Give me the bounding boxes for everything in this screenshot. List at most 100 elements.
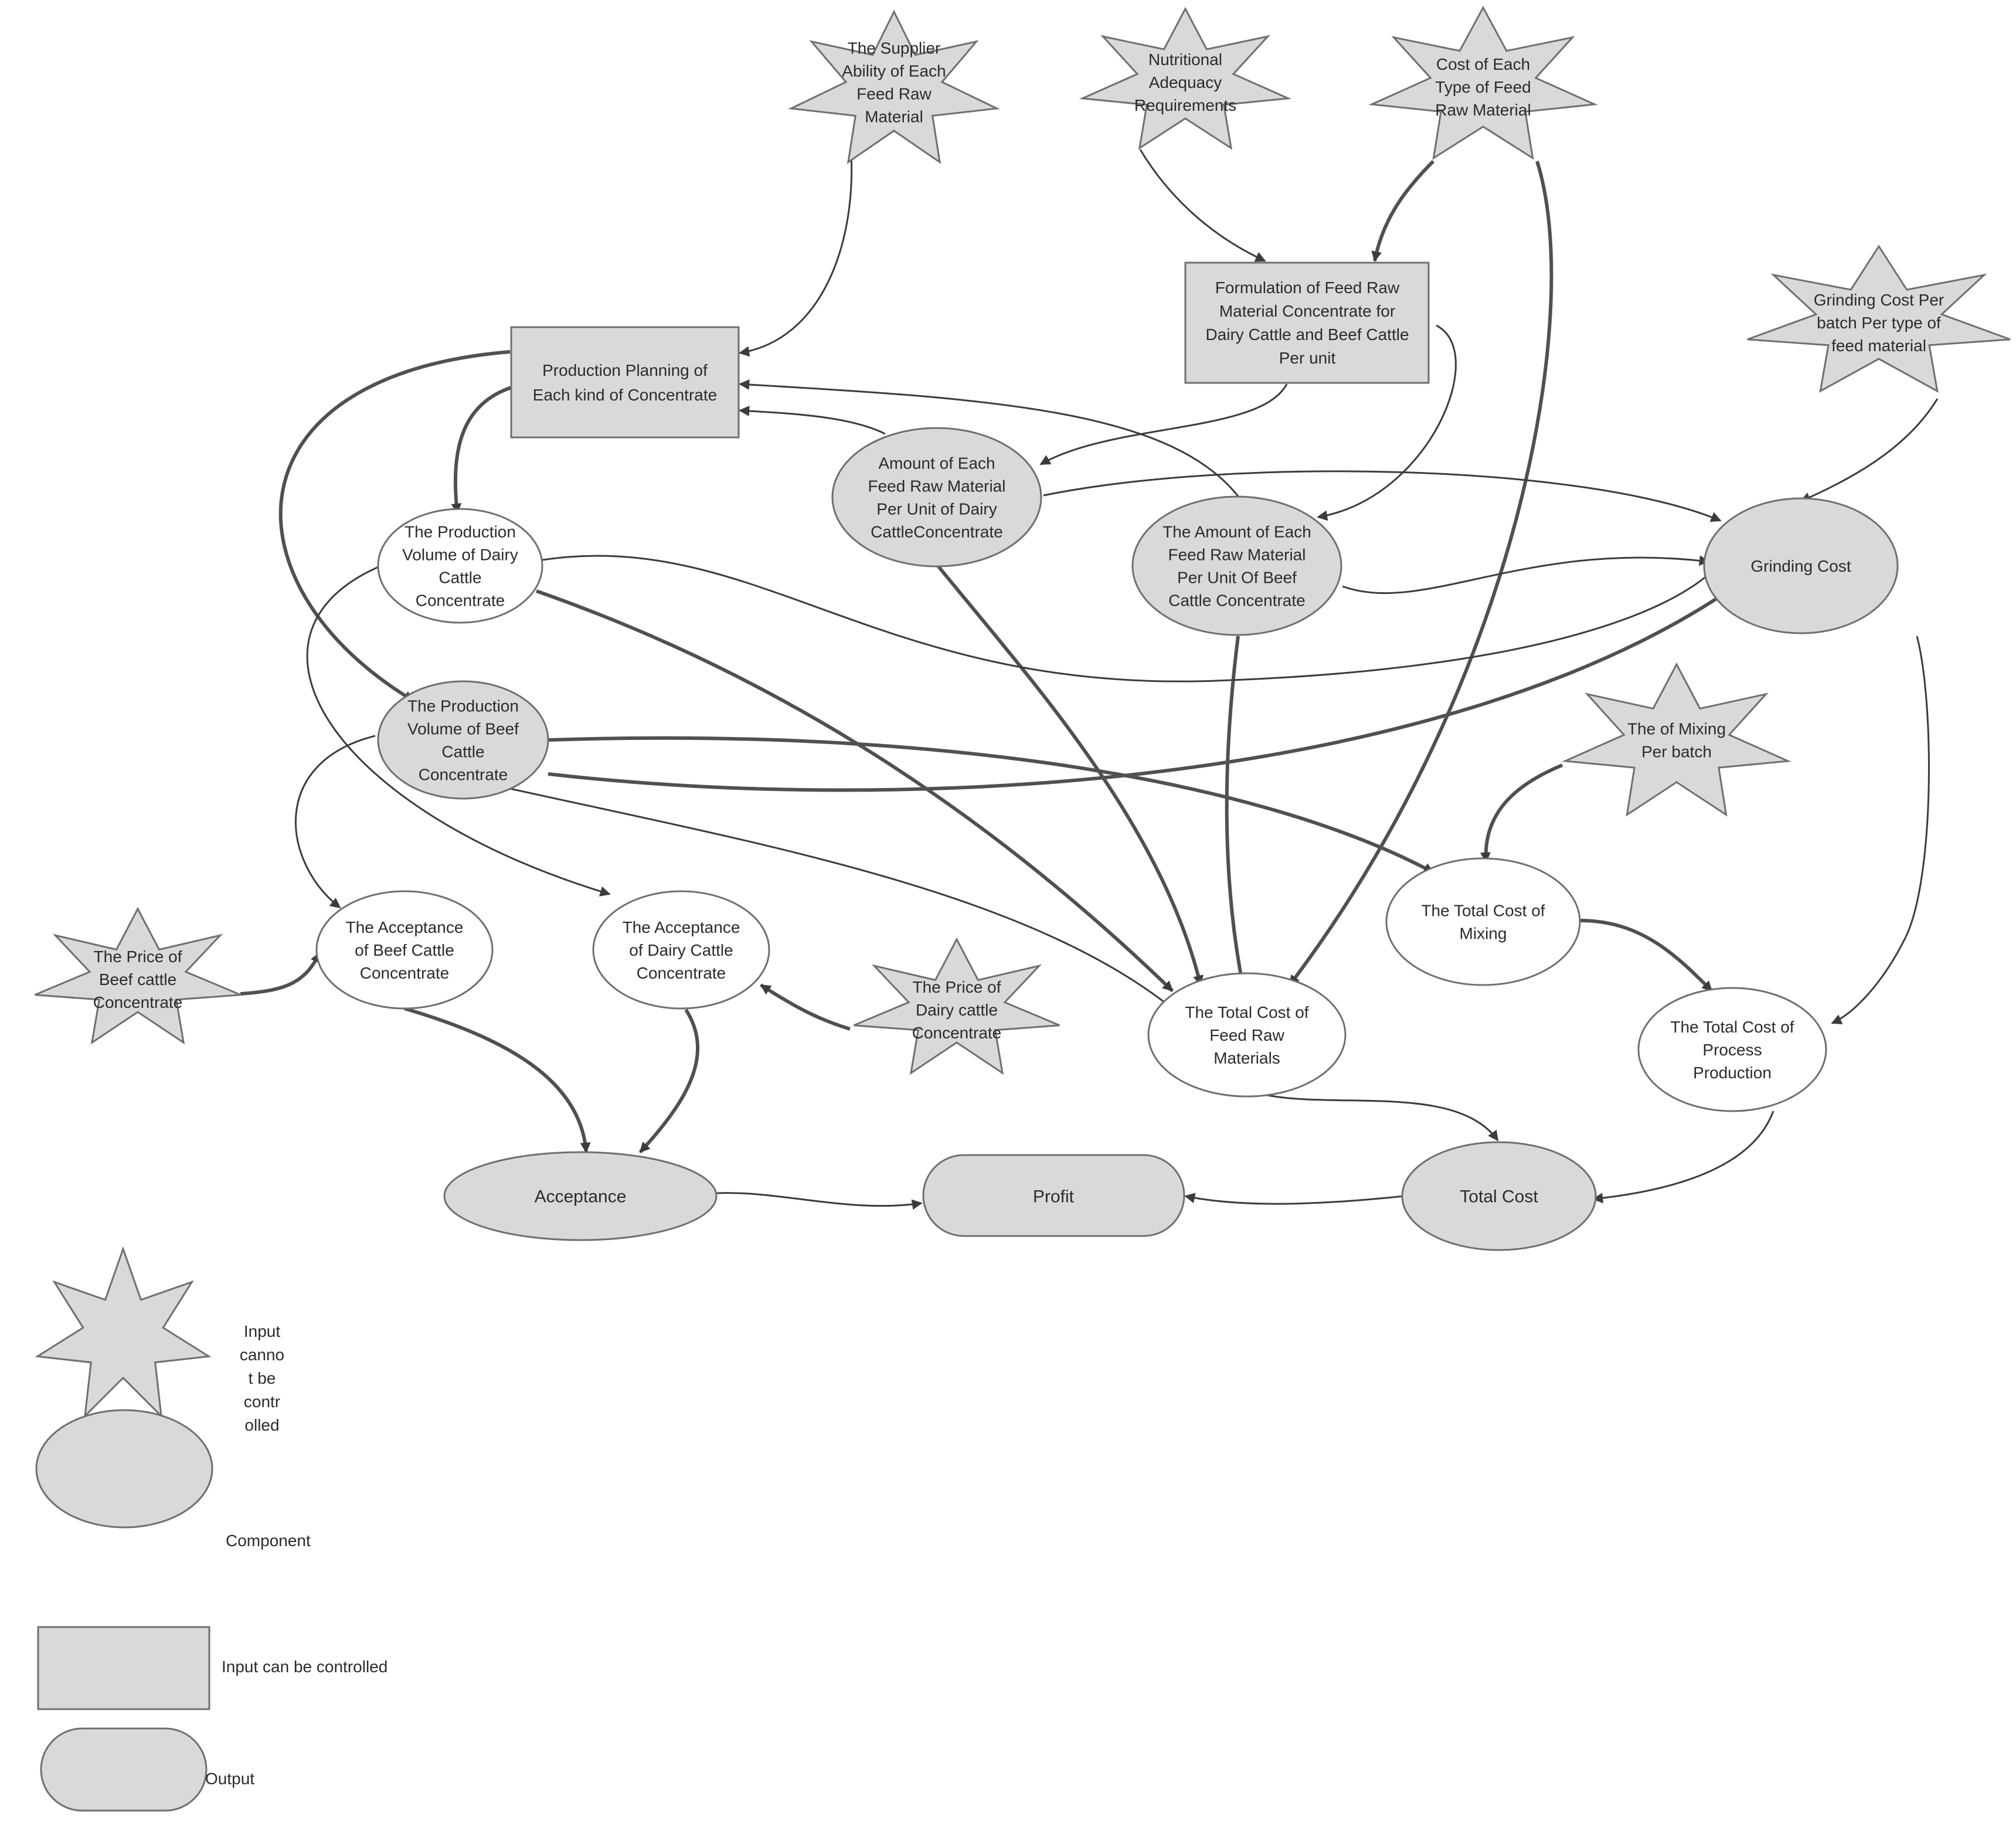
edge-totalfeed-to-totalcost xyxy=(1248,1089,1499,1142)
ellipse-shape xyxy=(1385,857,1581,986)
legend-uncontrolled-label: Input canno t be contr olled xyxy=(240,1322,284,1434)
legend-controlled-label: Input can be controlled xyxy=(222,1658,387,1676)
rect-shape xyxy=(1184,262,1430,384)
edge-pricebeef-to-acceptbeef xyxy=(240,952,321,996)
node-label: Total Cost xyxy=(1460,1187,1538,1207)
ellipse-shape xyxy=(1637,987,1827,1112)
label-line: The Acceptance xyxy=(623,918,740,936)
edge-volumebeef-to-grinding xyxy=(548,590,1728,792)
label-line: batch Per type of xyxy=(1817,314,1941,332)
edge-planning-to-volumebeef xyxy=(278,350,511,702)
legend-uncontrolled-input: Input canno t be contr olled xyxy=(35,1246,284,1434)
label-line: Feed Raw Material xyxy=(1168,545,1306,563)
edge-nutritional-to-formulation xyxy=(1139,149,1266,262)
star-shape xyxy=(788,9,1000,164)
label-line: Mixing xyxy=(1460,924,1507,942)
ellipse-shape xyxy=(831,427,1042,568)
star-shape xyxy=(1079,6,1292,150)
node-label: The Total Cost of Mixing xyxy=(1421,901,1545,942)
edge-formulation-to-amountdairy xyxy=(1039,383,1288,466)
label-line: feed material xyxy=(1831,337,1926,355)
node-label: Profit xyxy=(1033,1187,1075,1207)
label-line: The of Mixing xyxy=(1627,719,1726,738)
label-line: Dairy cattle xyxy=(916,1001,998,1019)
legend-output-label: Output xyxy=(205,1770,254,1788)
legend-controlled-input: Input can be controlled xyxy=(37,1626,387,1710)
edge-mixing-to-process xyxy=(1579,919,1714,993)
label-line: The Price of xyxy=(94,948,182,966)
label-line: Cost of Each xyxy=(1436,55,1530,73)
legend-component: Component xyxy=(35,1409,311,1550)
legend-star-icon xyxy=(35,1246,212,1419)
label-line: Materials xyxy=(1213,1049,1280,1067)
label-line: Cattle Concentrate xyxy=(1168,591,1305,609)
edge-mixingbatch-to-mixing xyxy=(1480,763,1563,863)
label-line: Type of Feed xyxy=(1435,78,1531,96)
edge-acceptbeef-to-acceptance xyxy=(404,1007,591,1153)
edges xyxy=(240,149,1939,1210)
ellipse-shape xyxy=(1401,1141,1597,1251)
node-label: Acceptance xyxy=(535,1187,627,1207)
node-total-cost: Total Cost xyxy=(1401,1141,1597,1251)
label-line: olled xyxy=(244,1416,279,1434)
label-line: contr xyxy=(244,1393,280,1411)
edge-costeach-to-formulation xyxy=(1371,159,1435,262)
label-line: Concentrate xyxy=(419,765,508,783)
edge-amountdairy-to-grinding xyxy=(1043,470,1722,522)
label-line: Concentrate xyxy=(912,1024,1002,1042)
edge-volumebeef-to-totalfeed xyxy=(509,787,1174,1010)
label-line: The Amount of Each xyxy=(1162,522,1311,541)
label-line: The Total Cost of xyxy=(1421,901,1545,919)
ellipse-shape xyxy=(1147,972,1347,1098)
legend-output: Output xyxy=(40,1727,254,1812)
label-line: Input xyxy=(244,1322,280,1340)
ellipse-shape xyxy=(1131,495,1342,636)
label-line: Raw Material xyxy=(1435,101,1531,119)
label-line: Production xyxy=(1693,1064,1772,1082)
edge-grinding-to-process xyxy=(1831,636,1930,1024)
label-line: Material Concentrate for xyxy=(1219,302,1395,320)
edge-acceptdairy-to-acceptance xyxy=(638,1008,700,1154)
ellipse-shape xyxy=(443,1151,718,1241)
label-line: Concentrate xyxy=(93,993,183,1011)
label-line: Nutritional xyxy=(1148,50,1222,69)
label-line: Total Cost xyxy=(1460,1187,1538,1207)
label-line: Per batch xyxy=(1641,742,1712,760)
label-line: t be xyxy=(249,1369,276,1387)
label-line: Grinding Cost Per xyxy=(1814,291,1944,309)
label-line: The Total Cost of xyxy=(1670,1018,1794,1036)
pill-shape xyxy=(922,1154,1185,1237)
node-label: Grinding Cost Per batch Per type of feed m… xyxy=(1814,291,1944,355)
edge-pricedairy-to-acceptdairy xyxy=(760,983,851,1031)
edge-planning-to-volumedairy xyxy=(451,385,514,514)
label-line: of Beef Cattle xyxy=(355,941,454,959)
edge-volumedairy-to-grinding xyxy=(542,555,1719,682)
label-line: Beef cattle xyxy=(99,970,176,989)
label-line: Per unit xyxy=(1279,349,1336,367)
edge-volumebeef-to-mixing xyxy=(548,736,1434,874)
label-line: The Acceptance xyxy=(346,918,464,936)
edge-formulation-to-amountbeef xyxy=(1317,324,1457,521)
legend-pill-icon xyxy=(40,1727,208,1812)
edge-amountbeef-to-grinding xyxy=(1342,555,1710,595)
rect-shape xyxy=(510,326,740,439)
edge-supplier-to-planning xyxy=(739,152,853,357)
label-line: The Production xyxy=(407,697,519,715)
edge-totalcost-to-profit xyxy=(1184,1193,1405,1205)
label-line: canno xyxy=(240,1346,284,1364)
